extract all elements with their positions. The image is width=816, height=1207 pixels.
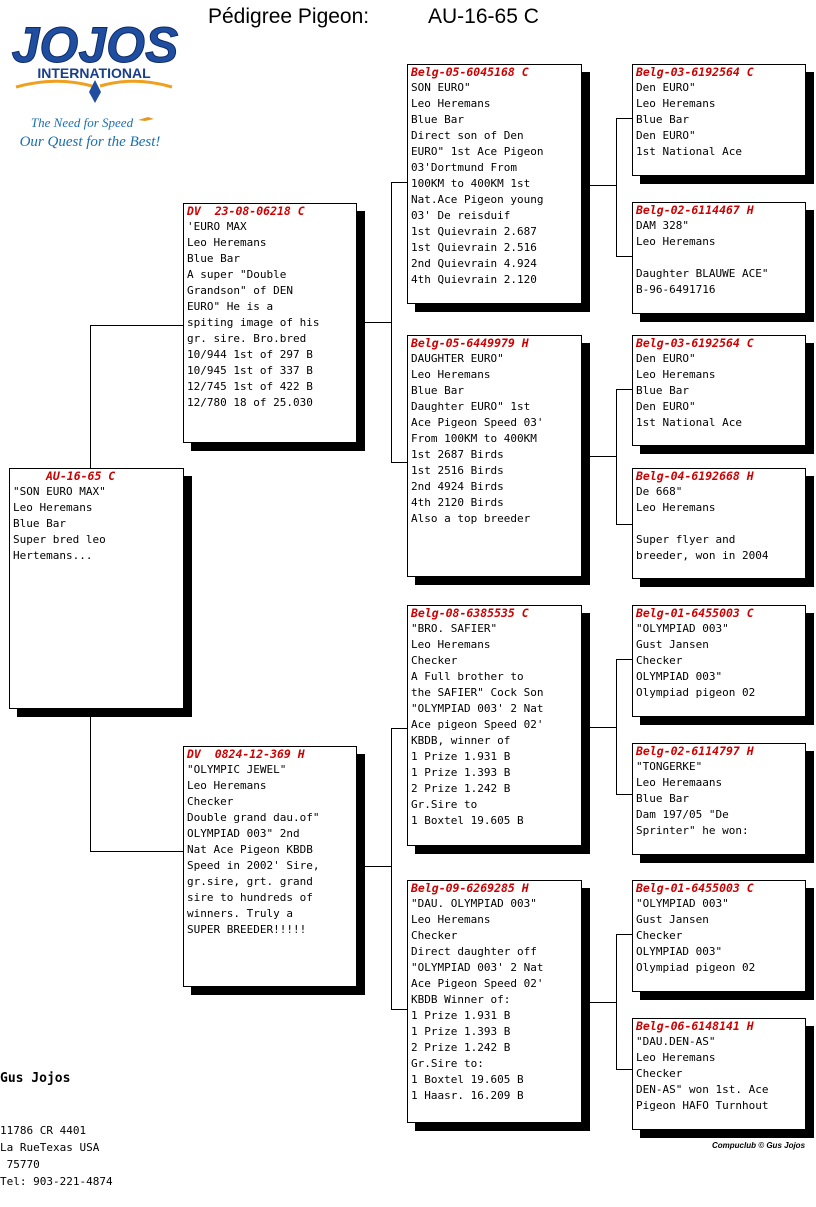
connector [356,322,391,323]
connector [616,118,632,119]
pigeon-card-ssd[interactable]: Belg-02-6114467 H DAM 328" Leo Heremans … [632,202,806,314]
connector [90,709,91,851]
copyright-footer: Compuclub © Gus Jojos [712,1141,806,1150]
connector [616,256,632,257]
connector [356,866,391,867]
connector [616,794,632,795]
ring-number: Belg-04-6192668 H [636,469,754,483]
connector [90,325,183,326]
jojos-logo: JOJOS INTERNATIONAL The Need for Speed O… [11,17,179,151]
pigeon-details: "DAU. OLYMPIAD 003" Leo Heremans Checker… [411,897,544,1102]
ring-number: AU-16-65 C [46,469,116,483]
pigeon-card-dsd[interactable]: Belg-02-6114797 H "TONGERKE" Leo Heremaa… [632,743,806,855]
ring-number: DV 23-08-06218 C [187,204,305,218]
diamond-icon [89,80,101,103]
pigeon-details: "TONGERKE" Leo Heremaans Blue Bar Dam 19… [636,760,749,837]
connector [616,118,617,257]
pigeon-card-ddd[interactable]: Belg-06-6148141 H "DAU.DEN-AS" Leo Herem… [632,1018,806,1130]
pigeon-card-sds[interactable]: Belg-03-6192564 C Den EURO" Leo Heremans… [632,335,806,446]
pigeon-card-sdd[interactable]: Belg-04-6192668 H De 668" Leo Heremans S… [632,468,806,579]
logo-brand: JOJOS [12,17,179,73]
connector [391,728,392,1010]
connector [391,182,407,183]
connector [391,1009,407,1010]
connector [581,185,616,186]
connector [391,182,392,463]
pigeon-details: "OLYMPIC JEWEL" Leo Heremans Checker Dou… [187,763,320,936]
connector [581,727,616,728]
pigeon-card-dss[interactable]: Belg-01-6455003 C "OLYMPIAD 003" Gust Ja… [632,605,806,717]
logo-sub: INTERNATIONAL [37,65,151,81]
ring-number: Belg-05-6045168 C [411,65,529,79]
owner-contact: Gus Jojos 11786 CR 4401 La RueTexas USA … [0,1036,113,1207]
logo-tagline-2: Our Quest for the Best! [20,134,161,150]
pigeon-details: DAM 328" Leo Heremans Daughter BLAUWE AC… [636,219,769,296]
owner-address: 11786 CR 4401 La RueTexas USA 75770 Tel:… [0,1124,113,1188]
ring-number: Belg-01-6455003 C [636,881,754,895]
connector [616,934,617,1070]
connector [90,851,183,852]
page-title-label: Pédigree Pigeon: [208,5,370,28]
pigeon-card-dds[interactable]: Belg-01-6455003 C "OLYMPIAD 003" Gust Ja… [632,880,806,992]
connector [391,462,407,463]
pigeon-card-subject[interactable]: AU-16-65 C "SON EURO MAX" Leo Heremans B… [9,468,184,709]
page-title-ring: AU-16-65 C [428,5,539,28]
pigeon-details: "OLYMPIAD 003" Gust Jansen Checker OLYMP… [636,622,756,699]
connector [616,659,632,660]
connector [616,934,632,935]
bird-icon [138,117,154,121]
ring-number: Belg-02-6114467 H [636,203,754,217]
connector [90,325,91,468]
pigeon-details: "DAU.DEN-AS" Leo Heremans Checker DEN-AS… [636,1035,769,1112]
connector [616,659,617,795]
connector [581,1002,616,1003]
ring-number: Belg-06-6148141 H [636,1019,754,1033]
pigeon-card-sire[interactable]: DV 23-08-06218 C 'EURO MAX Leo Heremans … [183,203,357,443]
pigeon-details: "OLYMPIAD 003" Gust Jansen Checker OLYMP… [636,897,756,974]
connector [391,728,407,729]
connector [616,389,617,525]
pigeon-details: De 668" Leo Heremans Super flyer and bre… [636,485,769,562]
pigeon-card-dam-sire[interactable]: Belg-08-6385535 C "BRO. SAFIER" Leo Here… [407,605,582,846]
pigeon-details: DAUGHTER EURO" Leo Heremans Blue Bar Dau… [411,352,544,525]
pigeon-card-dam-dam[interactable]: Belg-09-6269285 H "DAU. OLYMPIAD 003" Le… [407,880,582,1123]
connector [616,1069,632,1070]
pigeon-details: Den EURO" Leo Heremans Blue Bar Den EURO… [636,81,742,158]
pigeon-card-sire-dam[interactable]: Belg-05-6449979 H DAUGHTER EURO" Leo Her… [407,335,582,577]
connector [581,456,616,457]
ring-number: Belg-03-6192564 C [636,65,754,79]
ring-number: Belg-09-6269285 H [411,881,529,895]
pigeon-card-sire-sire[interactable]: Belg-05-6045168 C SON EURO" Leo Heremans… [407,64,582,304]
pigeon-details: Den EURO" Leo Heremans Blue Bar Den EURO… [636,352,742,429]
logo-tagline-1: The Need for Speed [31,115,134,130]
ring-number: Belg-08-6385535 C [411,606,529,620]
pigeon-card-dam[interactable]: DV 0824-12-369 H "OLYMPIC JEWEL" Leo Her… [183,746,357,987]
ring-number: Belg-01-6455003 C [636,606,754,620]
pigeon-card-sss[interactable]: Belg-03-6192564 C Den EURO" Leo Heremans… [632,64,806,176]
pigeon-details: 'EURO MAX Leo Heremans Blue Bar A super … [187,220,320,409]
ring-number: DV 0824-12-369 H [187,747,305,761]
pigeon-details: "SON EURO MAX" Leo Heremans Blue Bar Sup… [13,485,106,562]
pigeon-details: "BRO. SAFIER" Leo Heremans Checker A Ful… [411,622,544,827]
ring-number: Belg-03-6192564 C [636,336,754,350]
ring-number: Belg-05-6449979 H [411,336,529,350]
pigeon-details: SON EURO" Leo Heremans Blue Bar Direct s… [411,81,544,286]
ring-number: Belg-02-6114797 H [636,744,754,758]
owner-name: Gus Jojos [0,1071,71,1086]
connector [616,524,632,525]
connector [616,389,632,390]
